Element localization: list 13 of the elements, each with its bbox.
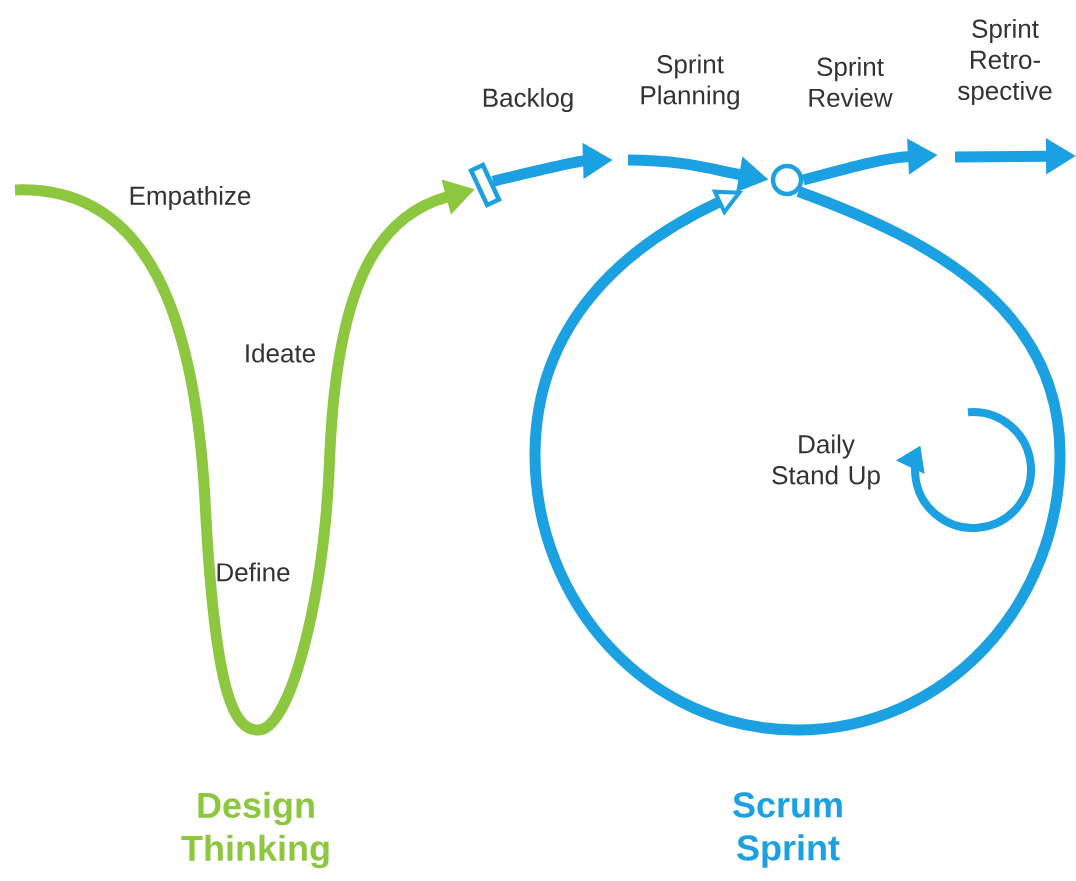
loop-arrow xyxy=(529,186,1066,736)
heading: Scrum Sprint xyxy=(733,792,842,868)
stage-label: Daily Stand Up xyxy=(772,434,880,490)
stage-label: Backlog xyxy=(483,87,573,113)
circle-marker xyxy=(770,163,804,197)
stage-label: Sprint Review xyxy=(809,56,893,108)
stage-label: Ideate xyxy=(246,343,315,363)
stage-label: Define xyxy=(217,562,290,582)
bar-marker xyxy=(468,162,502,208)
stage-label: Sprint Retro-spective xyxy=(958,18,1052,106)
heading: Design Thinking xyxy=(181,791,329,869)
stage-label: Sprint Planning xyxy=(641,54,739,110)
stage-label: Empathize xyxy=(130,185,251,211)
